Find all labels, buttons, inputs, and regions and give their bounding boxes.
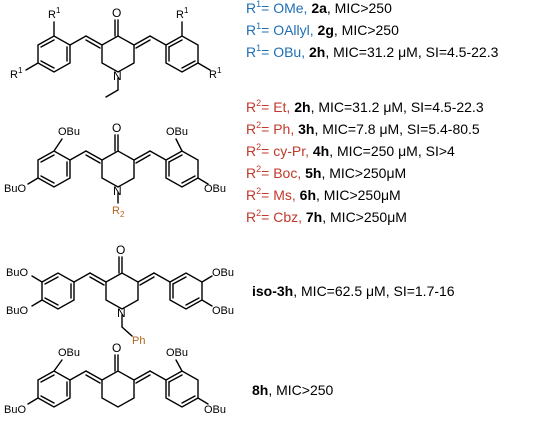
r1-label: R1	[48, 6, 61, 21]
result-line-iso-3h: iso-3h, MIC=62.5 μM, SI=1.7-16	[252, 283, 455, 299]
piperidine-nitrogen: N	[113, 184, 122, 198]
phenyl-label: Ph	[132, 335, 145, 347]
buo-label: BuO	[6, 267, 28, 279]
r1-label: R1	[10, 66, 23, 81]
obu-label: OBu	[58, 126, 80, 138]
r1-label: R1	[176, 6, 189, 21]
obu-label: OBu	[166, 126, 188, 138]
result-line-7h: R2= Cbz, 7h, MIC>250μM	[246, 208, 407, 226]
obu-label: OBu	[212, 267, 234, 279]
result-line-4h: R2= cy-Pr, 4h, MIC=250 μM, SI>4	[246, 142, 455, 160]
result-line-5h: R2= Boc, 5h, MIC>250μM	[246, 164, 407, 182]
obu-label: OBu	[204, 183, 226, 195]
result-line-2a: R1= OMe, 2a, MIC>250	[246, 0, 392, 16]
carbonyl-oxygen: O	[112, 121, 121, 135]
result-line-2h-et: R2= Et, 2h, MIC=31.2 μM, SI=4.5-22.3	[246, 98, 484, 116]
buo-label: BuO	[6, 305, 28, 317]
structure-2-series: O N R1 R1 R1 R1	[10, 6, 222, 98]
buo-label: BuO	[4, 404, 26, 416]
obu-label: OBu	[212, 305, 234, 317]
result-line-3h: R2= Ph, 3h, MIC=7.8 μM, SI=5.4-80.5	[246, 120, 480, 138]
carbonyl-oxygen: O	[112, 341, 121, 355]
result-line-2g: R1= OAllyl, 2g, MIC>250	[246, 21, 399, 39]
r1-label: R1	[209, 66, 222, 81]
structure-8h: O OBu OBu BuO OBu	[4, 341, 226, 416]
piperidine-nitrogen: N	[117, 306, 126, 320]
structure-iso-3h: O N BuO BuO OBu OBu Ph	[6, 243, 234, 347]
piperidine-nitrogen: N	[113, 69, 122, 83]
carbonyl-oxygen: O	[116, 243, 125, 257]
obu-label: OBu	[166, 347, 188, 359]
structure-r2-series: O N OBu BuO OBu OBu R2	[4, 121, 226, 219]
r2-label: R2	[112, 205, 125, 219]
result-line-8h: 8h, MIC>250	[252, 382, 334, 398]
result-line-2h: R1= OBu, 2h, MIC=31.2 μM, SI=4.5-22.3	[246, 43, 499, 61]
obu-label: OBu	[58, 347, 80, 359]
carbonyl-oxygen: O	[112, 6, 121, 20]
obu-label: OBu	[204, 404, 226, 416]
result-line-6h: R2= Ms, 6h, MIC>250μM	[246, 186, 401, 204]
buo-label: BuO	[4, 183, 26, 195]
